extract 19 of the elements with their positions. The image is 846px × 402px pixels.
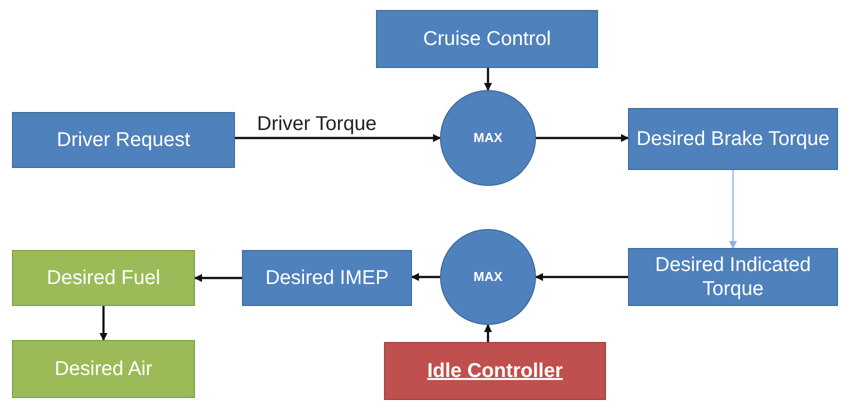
process-box: Cruise Control [376,10,598,68]
arrow [484,324,492,342]
process-box: Desired IMEP [242,250,412,306]
arrow [535,273,628,281]
arrow [100,306,108,341]
process-box: Desired Fuel [12,250,195,306]
process-box: Desired Brake Torque [628,108,838,170]
max-circle: MAX [440,229,536,325]
process-box: Idle Controller [384,342,606,400]
arrow [484,68,492,91]
process-box: Desired Air [12,340,195,398]
arrow [194,274,242,282]
arrow [235,134,441,142]
max-circle: MAX [440,90,536,186]
process-box: Desired Indicated Torque [628,248,838,306]
arrow [411,273,440,281]
arrow [536,134,629,142]
arrow [729,170,737,249]
process-box: Driver Request [12,112,235,168]
